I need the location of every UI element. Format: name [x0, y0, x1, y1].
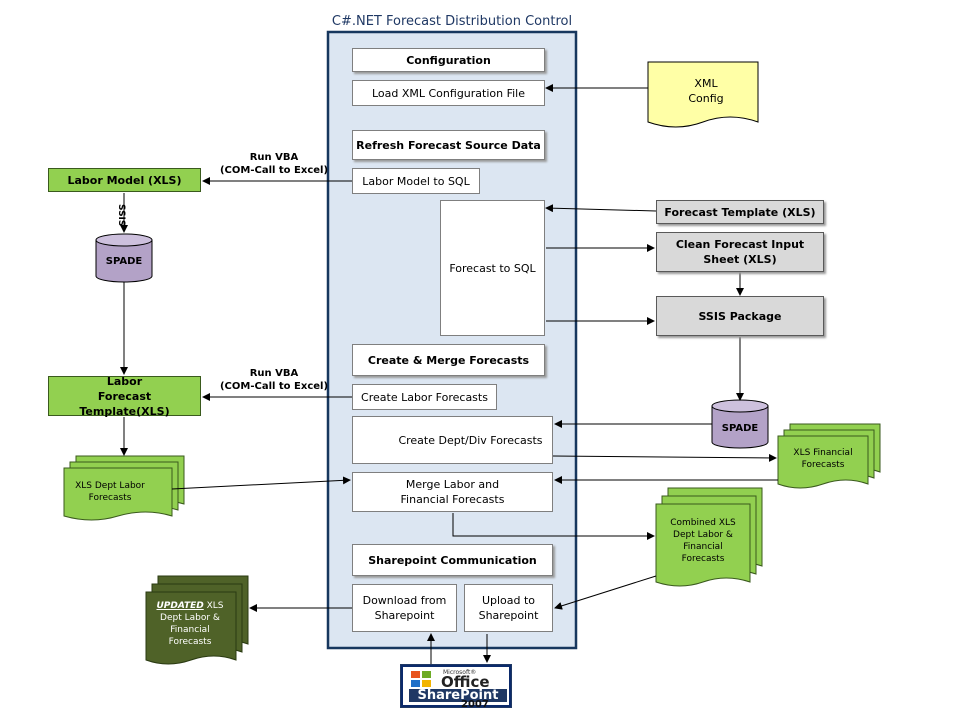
spade-left-label: SPADE: [105, 256, 143, 267]
xml-config-doc: [647, 61, 759, 128]
ssis-label: SSIS: [116, 204, 126, 227]
labor-model-node: Labor Model (XLS): [48, 168, 201, 192]
xls-financial-label: XLS Financial Forecasts: [793, 448, 853, 470]
labor-template-node: Labor Forecast Template(XLS): [48, 375, 201, 418]
configuration-header: Configuration: [352, 48, 545, 72]
diagram-title: C#.NET Forecast Distribution Control: [331, 14, 573, 29]
office-logo-icon: [411, 671, 433, 689]
sharepoint-2007-logo: Microsoft® Office SharePoint 2007: [400, 664, 512, 710]
xml-config-label: XML Config: [688, 77, 724, 105]
xls-dept-labor-label: XLS Dept Labor Forecasts: [75, 481, 145, 503]
arrow-template-to-fsql: [545, 204, 657, 213]
xls-dept-labor-doc-stack: [63, 455, 185, 521]
combined-label: Combined XLS Dept Labor & Financial Fore…: [670, 518, 736, 564]
logo-sharepoint: SharePoint: [409, 689, 507, 702]
sharepoint-comm-header: Sharepoint Communication: [352, 544, 553, 576]
create-dept-node: Create Dept/Div Forecasts: [352, 416, 553, 464]
upload-node: Upload to Sharepoint: [464, 584, 553, 632]
forecast-template-node: Forecast Template (XLS): [656, 200, 824, 224]
run-vba-label-1: Run VBA: [249, 152, 299, 163]
forecast-to-sql-node: Forecast to SQL: [440, 200, 545, 336]
run-vba-label-2: Run VBA: [249, 368, 299, 379]
labor-model-sql-node: Labor Model to SQL: [352, 168, 480, 194]
download-node: Download from Sharepoint: [352, 584, 457, 632]
ssis-package-node: SSIS Package: [656, 296, 824, 336]
updated-rest: XLS Dept Labor & Financial Forecasts: [160, 601, 224, 647]
create-labor-node: Create Labor Forecasts: [352, 384, 497, 410]
merge-node: Merge Labor and Financial Forecasts: [352, 472, 553, 512]
xls-financial-doc-stack: [777, 423, 881, 489]
logo-microsoft: Microsoft®: [443, 669, 477, 676]
clean-input-node: Clean Forecast Input Sheet (XLS): [656, 232, 824, 272]
create-merge-header: Create & Merge Forecasts: [352, 344, 545, 376]
logo-office: Office: [441, 673, 490, 691]
load-xml-node: Load XML Configuration File: [352, 80, 545, 106]
updated-label: UPDATED XLS Dept Labor & Financial Forec…: [150, 600, 230, 648]
spade-cylinder-left: [95, 233, 153, 283]
combined-doc-stack: [655, 487, 763, 587]
arrow-deptlabor-to-merge: [171, 476, 351, 490]
spade-right-label: SPADE: [721, 423, 759, 434]
arrow-combined-to-upload: [554, 575, 657, 610]
updated-word: UPDATED: [156, 601, 204, 611]
updated-doc-stack: [145, 575, 249, 665]
arrow-merge-to-combined: [452, 513, 655, 540]
logo-year: 2007: [461, 699, 489, 710]
arrow-createdept-to-financial: [552, 453, 777, 462]
refresh-header: Refresh Forecast Source Data: [352, 130, 545, 160]
spade-cylinder-right: [711, 399, 769, 449]
com-call-label-1: (COM-Call to Excel): [219, 165, 329, 176]
com-call-label-2: (COM-Call to Excel): [219, 381, 329, 392]
